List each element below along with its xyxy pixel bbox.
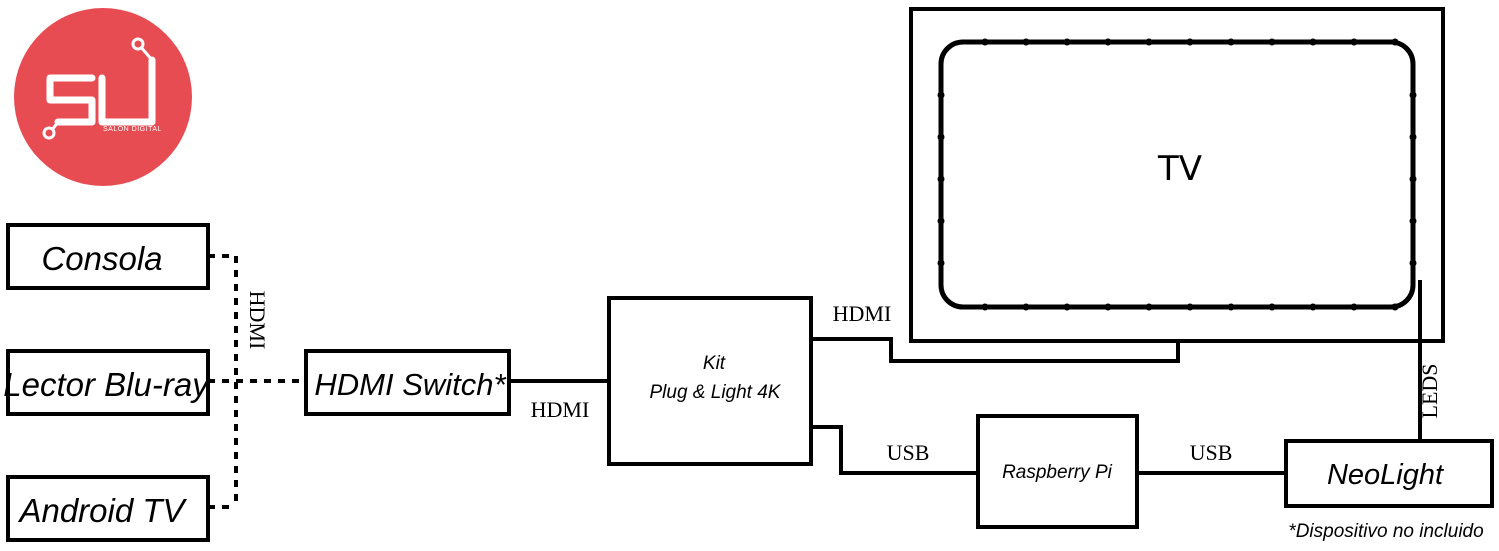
led-dot <box>1104 303 1112 311</box>
bluray-label: Lector Blu-ray <box>3 366 211 403</box>
led-strip <box>938 39 1416 310</box>
led-dot <box>1350 38 1358 46</box>
kit-raspberry-wire <box>811 425 978 475</box>
android-tv-box <box>6 475 210 542</box>
led-dot <box>1022 38 1030 46</box>
led-dot <box>937 175 945 183</box>
android-tv-label: Android TV <box>17 492 187 529</box>
led-dot <box>981 38 989 46</box>
led-dot <box>937 91 945 99</box>
led-dot <box>1309 303 1317 311</box>
kit-tv-label: HDMI <box>833 301 892 326</box>
led-dot <box>1268 38 1276 46</box>
neolight-label: NeoLight <box>1327 459 1445 491</box>
led-dot <box>1186 303 1194 311</box>
led-dot <box>937 217 945 225</box>
hdmi-switch-label: HDMI Switch* <box>314 367 506 402</box>
neolight-led-label: LEDS <box>1417 364 1442 419</box>
logo-mark <box>46 56 156 126</box>
sources-bus <box>208 254 306 509</box>
led-dot <box>1227 38 1235 46</box>
led-dot <box>1391 38 1399 46</box>
led-dot <box>1145 38 1153 46</box>
led-dot <box>937 259 945 267</box>
led-dot <box>1145 303 1153 311</box>
led-dot <box>1409 133 1417 141</box>
neolight-box <box>1284 439 1494 508</box>
logo-brand-text: SALON DIGITAL <box>103 126 162 133</box>
led-dot <box>1309 38 1317 46</box>
led-dot <box>1391 303 1399 311</box>
led-dot <box>937 133 945 141</box>
tv-label: TV <box>1157 149 1202 189</box>
raspberry-pi-label: Raspberry Pi <box>1002 462 1113 483</box>
raspberry-neolight-label: USB <box>1190 440 1233 465</box>
logo-circuit <box>42 37 154 140</box>
sources-switch-label: HDMI <box>245 291 270 350</box>
led-dot <box>981 303 989 311</box>
tv-frame <box>909 7 1445 343</box>
led-dot <box>1104 38 1112 46</box>
salon-digital-logo: SALON DIGITAL <box>14 8 192 186</box>
consola-box <box>6 223 210 290</box>
led-dot <box>1063 303 1071 311</box>
kit-label-line2: Plug & Light 4K <box>650 382 782 403</box>
kit-raspberry-label: USB <box>887 440 930 465</box>
led-dots <box>937 38 1417 311</box>
footnote: *Dispositivo no incluido <box>1288 521 1483 542</box>
raspberry-pi-box <box>976 414 1139 529</box>
led-dot <box>1227 303 1235 311</box>
consola-label: Consola <box>41 240 162 277</box>
switch-kit-label: HDMI <box>531 397 590 422</box>
led-dot <box>1409 259 1417 267</box>
led-dot <box>1409 91 1417 99</box>
led-dot <box>1409 175 1417 183</box>
led-dot <box>1350 303 1358 311</box>
bluray-box <box>6 349 210 416</box>
led-dot <box>1186 38 1194 46</box>
kit-tv-wire <box>811 337 1180 363</box>
led-dot <box>1063 38 1071 46</box>
kit-label-line1: Kit <box>703 353 726 374</box>
led-dot <box>1022 303 1030 311</box>
led-dot <box>1409 217 1417 225</box>
kit-box <box>607 296 813 466</box>
led-dot <box>1268 303 1276 311</box>
